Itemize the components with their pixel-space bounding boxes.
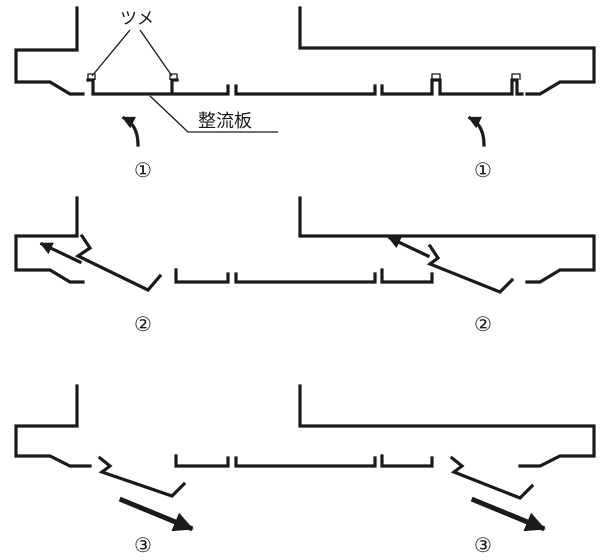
center-segment-right xyxy=(380,268,434,284)
pull-arrow-right xyxy=(387,235,431,259)
baffle-left-tilted xyxy=(74,233,163,292)
housing-left xyxy=(14,196,85,284)
center-segment-right xyxy=(380,78,439,96)
stage-2: ② ② xyxy=(14,196,596,336)
center-segment xyxy=(234,456,377,468)
push-arrow-left xyxy=(121,115,140,147)
step-3-right: ③ xyxy=(474,533,492,557)
stage-1: ツメ 整流板 ① ① xyxy=(14,6,596,182)
claw-left-outline xyxy=(87,73,96,80)
center-segment-left xyxy=(174,454,230,468)
step-1-right: ① xyxy=(474,158,492,182)
stage-3: ③ ③ xyxy=(14,384,596,557)
pull-arrow-left xyxy=(39,241,83,265)
step-3-left: ③ xyxy=(134,533,152,557)
baffle-left-falling xyxy=(97,455,187,498)
baffle-right-tilted xyxy=(426,243,515,294)
step-2-left: ② xyxy=(134,312,152,336)
claw-right-outline xyxy=(169,73,178,80)
baffle-label: 整流板 xyxy=(198,111,252,132)
baffle-leader xyxy=(149,95,278,133)
baffle-left xyxy=(86,78,230,96)
housing-left xyxy=(14,384,92,468)
drop-arrow-left xyxy=(118,496,194,532)
claw-leader-right xyxy=(139,29,173,77)
drop-arrow-right xyxy=(470,496,546,532)
housing-right xyxy=(298,384,596,468)
claw-leader-left xyxy=(91,29,131,77)
center-segment xyxy=(234,84,377,96)
housing-right xyxy=(298,6,596,96)
step-1-left: ① xyxy=(134,158,152,182)
claw-label: ツメ xyxy=(120,9,154,29)
housing-right xyxy=(298,196,596,284)
claw-right-baffle-outline xyxy=(431,73,521,80)
housing-left xyxy=(14,6,85,96)
push-arrow-right xyxy=(467,115,486,147)
baffle-right-falling xyxy=(449,455,535,500)
center-segment-left xyxy=(174,268,230,284)
center-segment xyxy=(234,272,377,284)
center-segment-right xyxy=(380,454,434,468)
step-2-right: ② xyxy=(474,312,492,336)
baffle-right xyxy=(438,78,524,96)
